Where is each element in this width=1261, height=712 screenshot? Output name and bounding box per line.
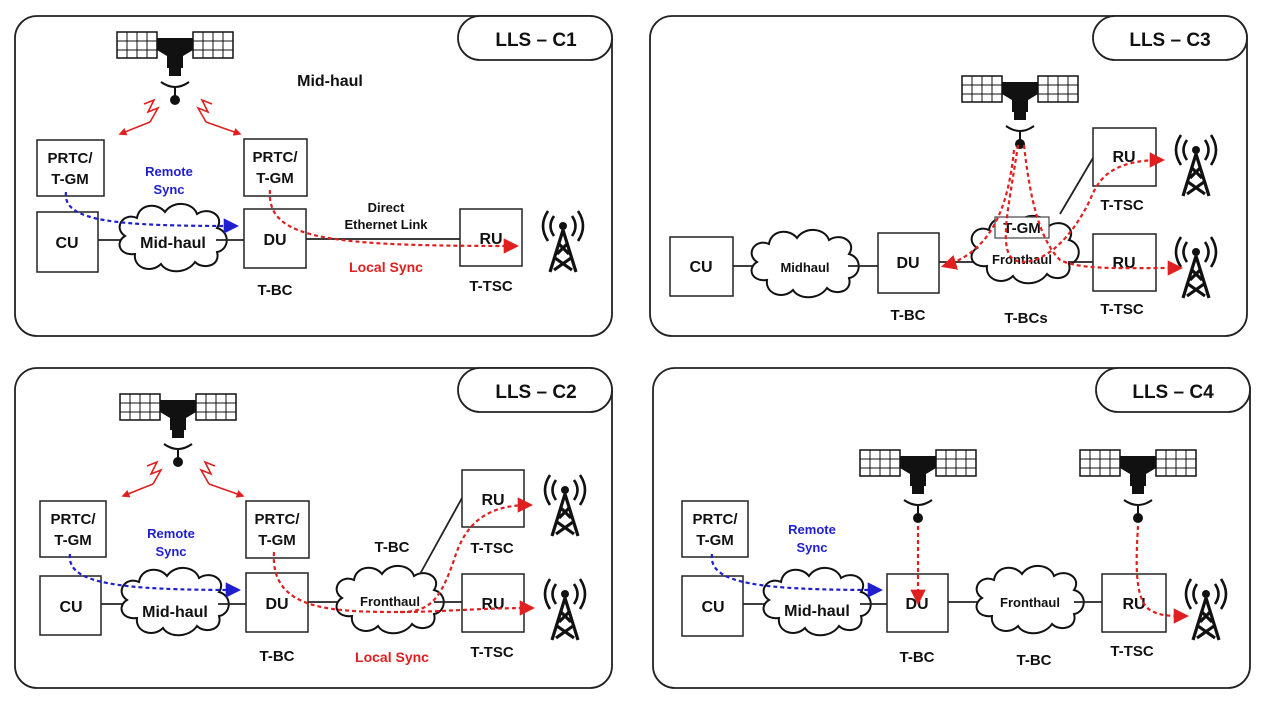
prtc-label-2: PRTC/ bbox=[253, 149, 299, 166]
panel-lls-c4: LLS – C4 PRTC/ T-GM CU Mid-haul DU T-BC … bbox=[652, 367, 1251, 689]
prtc-tgm-box bbox=[39, 500, 107, 558]
fronthaul-cloud-label: Fronthaul bbox=[992, 252, 1052, 267]
cu-box bbox=[669, 236, 734, 297]
ru-label-1: RU bbox=[1112, 149, 1135, 166]
du-label: DU bbox=[263, 232, 286, 249]
ru-label-1: RU bbox=[481, 492, 504, 509]
cu-box bbox=[36, 211, 99, 273]
panel-title-box bbox=[457, 15, 613, 61]
tgm-label-2: T-GM bbox=[256, 170, 294, 187]
local-sync-arrow-1 bbox=[1004, 144, 1166, 263]
panel-lls-c1: LLS – C1 Mid-haul PRTC/ T-GM CU Mid-haul… bbox=[14, 15, 613, 337]
local-sync-label: Local Sync bbox=[349, 259, 423, 275]
cu-label: CU bbox=[59, 599, 82, 616]
remote-sync-label-2: Sync bbox=[153, 182, 184, 197]
prtc-label: PRTC/ bbox=[693, 511, 739, 528]
ru-label: RU bbox=[479, 231, 502, 248]
tgm-label: T-GM bbox=[1003, 220, 1041, 237]
link-label-2: Ethernet Link bbox=[344, 217, 428, 232]
ru-label: RU bbox=[1122, 596, 1145, 613]
ru-label-2: RU bbox=[1112, 255, 1135, 272]
ru-box bbox=[1101, 573, 1167, 633]
du-box bbox=[245, 572, 309, 633]
remote-sync-label-1: Remote bbox=[147, 526, 195, 541]
local-sync-arrow-3 bbox=[941, 149, 1016, 270]
du-label: DU bbox=[896, 255, 919, 272]
remote-sync-label-2: Sync bbox=[155, 544, 186, 559]
prtc-label-2: PRTC/ bbox=[255, 511, 301, 528]
prtc-label: PRTC/ bbox=[48, 150, 94, 167]
panel-title: LLS – C4 bbox=[1132, 382, 1214, 403]
remote-sync-arrow bbox=[64, 191, 240, 234]
du-box bbox=[877, 232, 940, 294]
fronthaul-cloud-label: Fronthaul bbox=[1000, 595, 1060, 610]
ru-role-label: T-TSC bbox=[469, 278, 512, 295]
panel-title: LLS – C1 bbox=[495, 30, 577, 51]
prtc-tgm-box bbox=[681, 500, 749, 558]
ru-box bbox=[459, 208, 523, 267]
du-role-label: T-BC bbox=[260, 648, 295, 665]
cu-label: CU bbox=[55, 235, 78, 252]
local-sync-label: Local Sync bbox=[355, 649, 429, 665]
du-role-label: T-BC bbox=[900, 649, 935, 666]
tgm-label: T-GM bbox=[54, 532, 92, 549]
cu-box bbox=[681, 575, 744, 637]
ru-role-label-1: T-TSC bbox=[470, 540, 513, 557]
fronthaul-role-label: T-BC bbox=[375, 539, 410, 556]
du-role-label: T-BC bbox=[891, 307, 926, 324]
tgm-box bbox=[994, 216, 1050, 239]
mid-haul-cloud-label: Mid-haul bbox=[784, 603, 850, 620]
ru-box-2 bbox=[461, 573, 525, 633]
cu-box bbox=[39, 575, 102, 636]
local-sync-arrow bbox=[268, 189, 520, 254]
remote-sync-label-2: Sync bbox=[796, 540, 827, 555]
ru-label-2: RU bbox=[481, 596, 504, 613]
local-sync-arrow-2 bbox=[399, 600, 536, 616]
prtc-tgm-box-2 bbox=[243, 138, 308, 197]
prtc-tgm-box bbox=[36, 139, 105, 197]
cu-label: CU bbox=[701, 599, 724, 616]
cu-label: CU bbox=[689, 259, 712, 276]
ru-role-label-1: T-TSC bbox=[1100, 197, 1143, 214]
remote-sync-label-1: Remote bbox=[788, 522, 836, 537]
ru-role-label: T-TSC bbox=[1110, 643, 1153, 660]
prtc-label: PRTC/ bbox=[51, 511, 97, 528]
mid-haul-label: Mid-haul bbox=[297, 73, 363, 90]
du-role-label: T-BC bbox=[258, 282, 293, 299]
ru-role-label-2: T-TSC bbox=[1100, 301, 1143, 318]
local-sync-arrow-2 bbox=[1135, 525, 1190, 624]
local-sync-arrow-1 bbox=[272, 497, 534, 614]
mid-haul-cloud-label: Mid-haul bbox=[140, 235, 206, 252]
tgm-label: T-GM bbox=[696, 532, 734, 549]
tgm-label-2: T-GM bbox=[258, 532, 296, 549]
panel-title: LLS – C3 bbox=[1129, 30, 1210, 51]
prtc-tgm-box-2 bbox=[245, 500, 310, 559]
midhaul-cloud-label: Midhaul bbox=[780, 260, 829, 275]
ru-box-2 bbox=[1092, 233, 1157, 292]
remote-sync-label-1: Remote bbox=[145, 164, 193, 179]
panel-lls-c3: LLS – C3 CU Midhaul DU T-BC T-GM Frontha… bbox=[649, 15, 1248, 337]
du-label: DU bbox=[265, 596, 288, 613]
ru-role-label-2: T-TSC bbox=[470, 644, 513, 661]
ru-box-1 bbox=[1092, 127, 1157, 187]
link-label-1: Direct bbox=[368, 200, 406, 215]
tgm-label: T-GM bbox=[51, 171, 89, 188]
local-sync-arrow-2 bbox=[1022, 144, 1184, 276]
mid-haul-cloud-label: Mid-haul bbox=[142, 604, 208, 621]
panel-title-box bbox=[457, 367, 613, 413]
panel-title-box bbox=[1092, 15, 1248, 61]
remote-sync-arrow bbox=[68, 553, 242, 598]
remote-sync-arrow bbox=[710, 553, 884, 598]
fronthaul-cloud-label: Fronthaul bbox=[360, 594, 420, 609]
panel-lls-c2: LLS – C2 PRTC/ T-GM CU Mid-haul PRTC/ T-… bbox=[14, 367, 613, 689]
fronthaul-role-label: T-BCs bbox=[1004, 310, 1047, 327]
panel-title: LLS – C2 bbox=[495, 382, 576, 403]
panel-title-box bbox=[1095, 367, 1251, 413]
fronthaul-role-label: T-BC bbox=[1017, 652, 1052, 669]
